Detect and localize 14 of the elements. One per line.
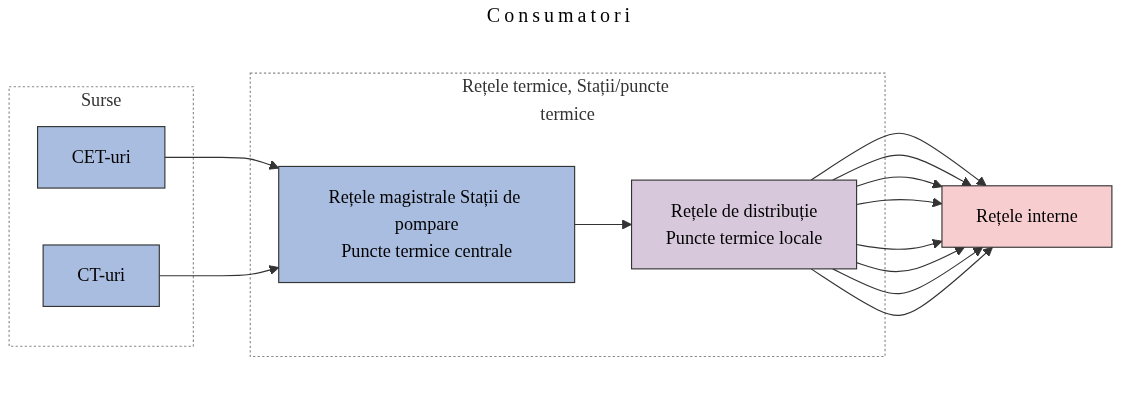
arrow [164, 156, 280, 170]
node-box: Rețele magistrale Stații de pompare Puncte termice centrale [278, 166, 576, 284]
arrow [832, 247, 983, 295]
arrow [574, 219, 632, 230]
arrow [856, 246, 965, 273]
column-heading: Consumatori [486, 4, 635, 27]
node-box: Rețele interne [941, 185, 1113, 248]
arrow [810, 132, 987, 187]
arrow [810, 247, 993, 317]
node-box: CT-uri [42, 244, 160, 308]
node-box: CET-uri [37, 126, 166, 189]
node-box: Rețele de distribuție Puncte termice locale [630, 179, 858, 270]
arrow [856, 176, 943, 189]
arrow [832, 154, 972, 187]
